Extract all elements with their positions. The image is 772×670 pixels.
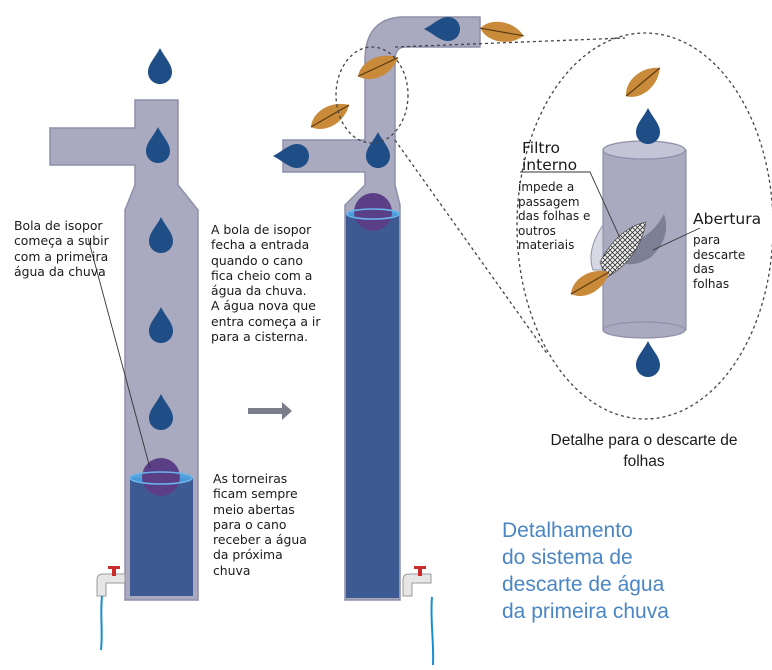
left-water-stream (100, 595, 103, 651)
left-water (130, 478, 193, 596)
label-filtro-text: impede a passagem das folhas e outros ma… (518, 180, 591, 252)
middle-float-ball (354, 193, 392, 231)
zoom-circle-small (335, 46, 409, 144)
label-bola-sobe: Bola de isopor começa a subir com a prim… (14, 218, 109, 279)
left-faucet (96, 566, 126, 651)
zoom-circle-large (516, 32, 772, 420)
middle-water-stream (430, 596, 435, 666)
drop-icon (636, 108, 660, 144)
middle-ring (346, 208, 400, 220)
label-torneiras: As torneiras ficam sempre meio abertas p… (213, 471, 307, 578)
leaf-icon (478, 18, 526, 46)
leaf-icon (619, 60, 667, 104)
label-abertura-text: para descarte das folhas (693, 233, 746, 291)
label-abertura-title: Abertura (693, 210, 762, 228)
zoom-connector (394, 139, 549, 356)
leader-line (520, 171, 621, 239)
leader-line (87, 237, 151, 469)
detail-pipe (590, 140, 687, 339)
leader-line (652, 227, 701, 251)
zoom-connector (394, 37, 626, 48)
leader-lines (87, 171, 701, 469)
leaf-icon (353, 48, 403, 86)
detail-leaves (566, 60, 667, 303)
middle-water (346, 215, 399, 598)
middle-leaves (306, 18, 526, 136)
middle-faucet (402, 566, 435, 666)
left-float-ball (142, 458, 180, 496)
drop-icon (148, 48, 172, 84)
leaf-icon (306, 96, 354, 136)
page-title: Detalhamento do sistema de descarte de á… (502, 519, 669, 623)
leaf-icon (566, 263, 614, 303)
arrow-icon (248, 402, 292, 420)
left-pipe (49, 99, 199, 601)
left-ring (129, 471, 193, 485)
label-filtro-title: Filtro interno (522, 139, 578, 174)
drop-icon (636, 341, 660, 377)
detail-caption: Detalhe para o descarte de folhas (550, 432, 738, 470)
filter-mesh (599, 221, 647, 279)
middle-pipe (282, 16, 481, 601)
label-bola-fecha: A bola de isopor fecha a entrada quando … (211, 222, 321, 345)
drop-icon (273, 144, 309, 168)
